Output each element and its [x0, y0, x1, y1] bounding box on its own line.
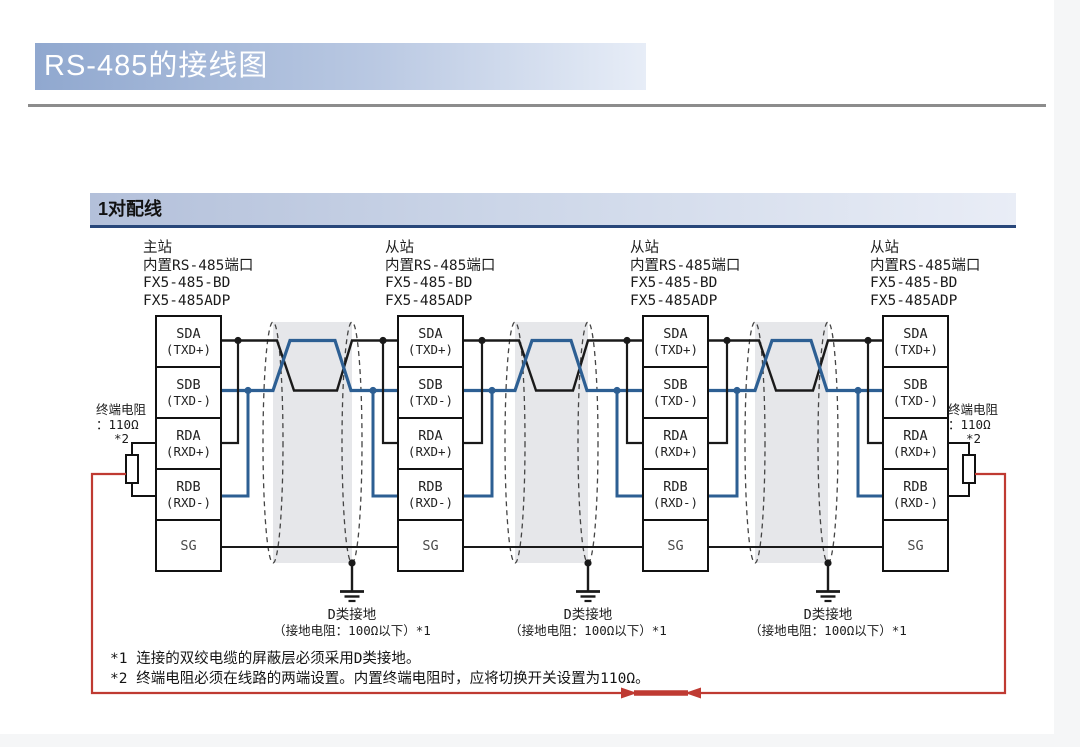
station-1-port: 内置RS-485端口 — [143, 257, 254, 274]
ground-symbol-1 — [340, 559, 364, 603]
terminal-cell: RDA(RXD+) — [157, 417, 220, 468]
ground-label-1: D类接地 （接地电阻：100Ω以下）*1 — [273, 607, 431, 638]
twisted-pair-cable-sheath-3 — [744, 321, 839, 564]
page-bottom-margin — [0, 734, 1080, 747]
station-2-role: 从站 — [385, 240, 414, 256]
terminal-cell: SDB(TXD-) — [157, 366, 220, 417]
footnote-2: *2 终端电阻必须在线路的两端设置。内置终端电阻时，应将切换开关设置为110Ω。 — [110, 671, 650, 687]
station-2-port: 内置RS-485端口 — [385, 257, 496, 274]
page-title-text: RS-485的接线图 — [44, 50, 269, 82]
station-2-model-adp: FX5-485ADP — [385, 292, 473, 309]
station-1-role: 主站 — [143, 240, 172, 256]
terminal-cell: SDB(TXD-) — [644, 366, 707, 417]
section-title: 1对配线 — [90, 193, 1016, 228]
terminal-cell: SDA(TXD+) — [165, 325, 212, 357]
station-3-port: 内置RS-485端口 — [630, 257, 741, 274]
terminal-cell: RDB(RXD-) — [399, 468, 462, 519]
twisted-pair-cable-sheath-2 — [504, 321, 599, 564]
station-4-terminal-block: SDA(TXD+) SDB(TXD-) RDA(RXD+) RDB(RXD-) … — [882, 315, 949, 572]
station-4-role: 从站 — [870, 240, 899, 256]
station-3-labels: 从站 内置RS-485端口 FX5-485-BD FX5-485ADP — [630, 240, 810, 310]
terminal-cell: RDA(RXD+) — [884, 417, 947, 468]
terminal-cell: SDB(TXD-) — [884, 366, 947, 417]
page-title: RS-485的接线图 — [35, 43, 646, 90]
terminal-cell: RDA(RXD+) — [644, 417, 707, 468]
station-4-model-bd: FX5-485-BD — [870, 275, 958, 291]
station-4-port: 内置RS-485端口 — [870, 257, 981, 274]
footnote-1: *1 连接的双绞电缆的屏蔽层必须采用D类接地。 — [110, 651, 421, 667]
terminal-cell: SG — [157, 519, 220, 570]
ground-symbol-3 — [816, 559, 840, 603]
station-1-model-bd: FX5-485-BD — [143, 275, 231, 291]
ground-label-3: D类接地 （接地电阻：100Ω以下）*1 — [749, 607, 907, 638]
junction-dots-blue — [244, 386, 862, 395]
terminal-cell: SDA(TXD+) — [652, 325, 699, 357]
ground-symbol-2 — [576, 559, 600, 603]
station-2-model-bd: FX5-485-BD — [385, 275, 473, 291]
terminal-cell: RDB(RXD-) — [884, 468, 947, 519]
sda-wire-black — [222, 339, 882, 392]
termination-loop-emphasis-arrows — [621, 687, 701, 699]
terminating-resistor-left-label: 终端电阻 ：110Ω *2 — [96, 402, 147, 446]
sda-rda-jumpers — [222, 340, 882, 445]
station-1-terminal-block: SDA(TXD+) SDB(TXD-) RDA(RXD+) RDB(RXD-) … — [155, 315, 222, 572]
terminal-cell: RDA(RXD+) — [399, 417, 462, 468]
station-1-labels: 主站 内置RS-485端口 FX5-485-BD FX5-485ADP — [143, 240, 323, 310]
terminal-cell: SDA(TXD+) — [407, 325, 454, 357]
sdb-wire-blue — [222, 338, 882, 393]
terminating-resistor-left — [125, 442, 155, 497]
station-3-model-bd: FX5-485-BD — [630, 275, 718, 291]
station-1-model-adp: FX5-485ADP — [143, 292, 231, 309]
terminating-resistor-right-label: 终端电阻 ：110Ω *2 — [948, 402, 999, 446]
terminal-cell: SDB(TXD-) — [399, 366, 462, 417]
header-divider-line — [28, 104, 1046, 107]
station-3-terminal-block: SDA(TXD+) SDB(TXD-) RDA(RXD+) RDB(RXD-) … — [642, 315, 709, 572]
station-3-role: 从站 — [630, 240, 659, 256]
station-4-model-adp: FX5-485ADP — [870, 292, 958, 309]
station-2-terminal-block: SDA(TXD+) SDB(TXD-) RDA(RXD+) RDB(RXD-) … — [397, 315, 464, 572]
terminal-cell: SG — [644, 519, 707, 570]
terminal-cell: RDB(RXD-) — [157, 468, 220, 519]
station-4-labels: 从站 内置RS-485端口 FX5-485-BD FX5-485ADP — [870, 240, 1050, 310]
terminal-cell: SG — [399, 519, 462, 570]
ground-label-2: D类接地 （接地电阻：100Ω以下）*1 — [509, 607, 667, 638]
section-title-text: 1对配线 — [98, 199, 163, 219]
junction-dots-black — [234, 336, 872, 345]
termination-loop-wire-red — [90, 472, 1007, 695]
station-2-labels: 从站 内置RS-485端口 FX5-485-BD FX5-485ADP — [385, 240, 565, 310]
terminal-cell: SG — [884, 519, 947, 570]
terminating-resistor-right — [946, 442, 976, 497]
terminal-cell: SDA(TXD+) — [892, 325, 939, 357]
station-3-model-adp: FX5-485ADP — [630, 292, 718, 309]
terminal-cell: RDB(RXD-) — [644, 468, 707, 519]
page-right-margin — [1054, 0, 1080, 747]
footnotes: *1 连接的双绞电缆的屏蔽层必须采用D类接地。 *2 终端电阻必须在线路的两端设… — [110, 649, 650, 689]
sdb-rdb-jumpers — [222, 390, 882, 498]
twisted-pair-cable-sheath-1 — [262, 321, 363, 564]
